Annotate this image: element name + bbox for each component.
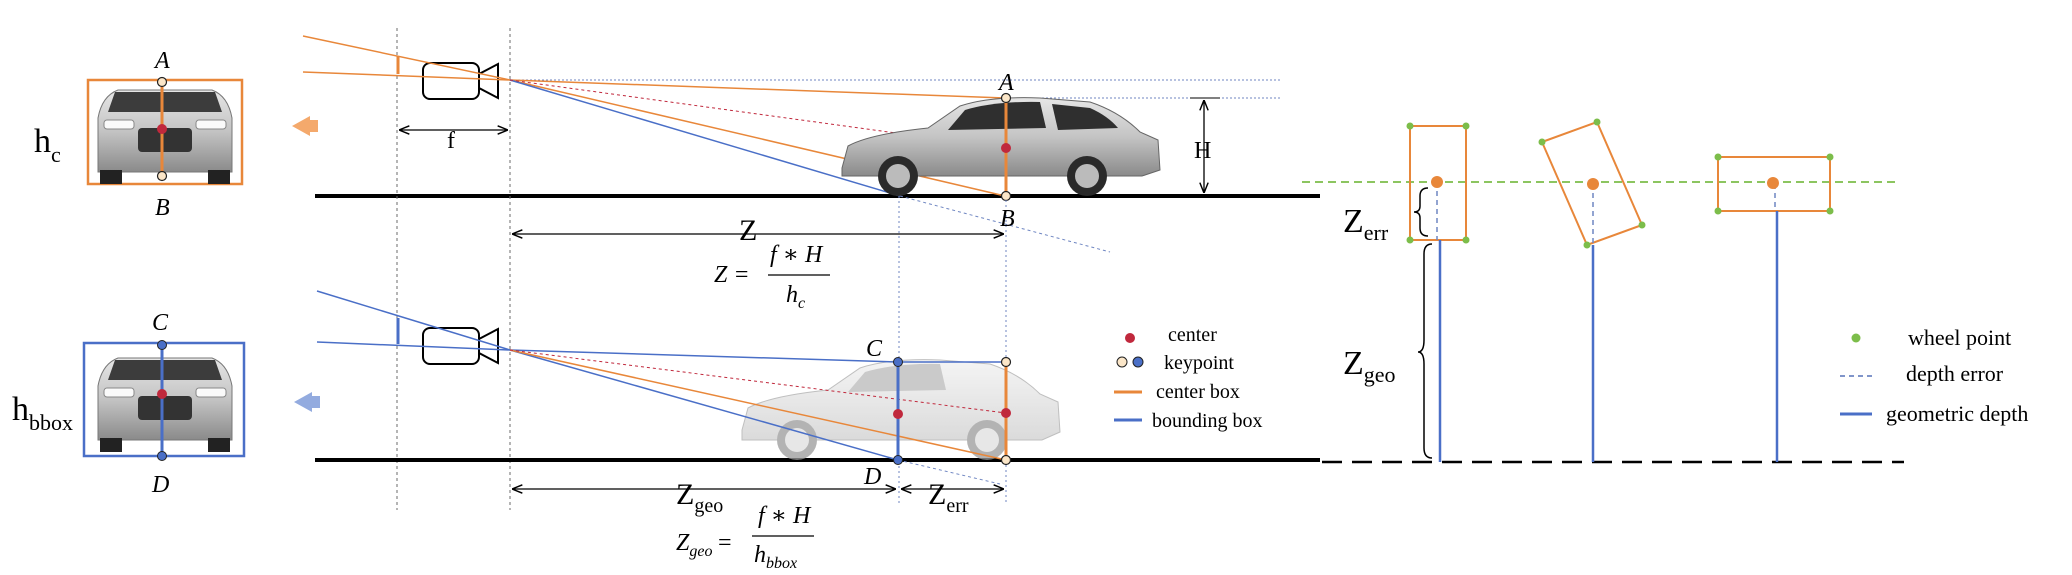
label-D-side: D (863, 464, 881, 490)
legend-center-marker (1125, 333, 1135, 343)
keypoint-C-side (893, 357, 903, 367)
center-point-front-top (157, 124, 167, 134)
legend-geometric-depth-label: geometric depth (1886, 401, 2028, 426)
camera-lens-top (478, 62, 499, 100)
ray-to-B-bottom (509, 349, 1007, 461)
svg-text:Zgeo=: Zgeo= (676, 530, 733, 560)
arrow-left-orange (292, 116, 318, 136)
top-scene (302, 28, 1320, 510)
ray-to-D (509, 349, 899, 461)
right-panel (1302, 118, 1904, 464)
center-point-C-D (893, 409, 903, 419)
legend-wheel-point-marker (1851, 333, 1861, 343)
center-right-1 (1431, 176, 1443, 188)
center-right-3 (1767, 177, 1779, 189)
legend-wheel-point-label: wheel point (1908, 325, 2011, 350)
svg-text:hbbox: hbbox (754, 542, 797, 572)
label-H: H (1194, 138, 1211, 164)
label-D-front: D (151, 472, 169, 498)
front-car-bottom (82, 340, 246, 461)
ray-to-ground-blue (509, 79, 901, 197)
bottom-scene (315, 290, 1320, 489)
label-Zerr-bottom: Zerr (928, 478, 969, 517)
legend-keypoint-blue (1132, 356, 1144, 368)
box-flat (1717, 156, 1831, 212)
label-Zgeo-right: Zgeo (1343, 345, 1396, 387)
legend-center-box-label: center box (1156, 381, 1240, 403)
keypoint-A-side (1000, 92, 1012, 104)
keypoint-B-front (156, 170, 168, 182)
label-hbbox: hbbox (12, 391, 73, 435)
side-car-top (841, 97, 1161, 196)
keypoint-D-side (893, 455, 903, 465)
front-car-top (86, 76, 244, 186)
center-point-front-bottom (157, 389, 167, 399)
label-Z: Z (739, 214, 757, 247)
formula-Z: Z = f ∗ H hc (714, 242, 830, 312)
label-Zgeo: Zgeo (676, 478, 723, 517)
label-C-front: C (152, 310, 169, 336)
legend-keypoint-orange (1116, 356, 1128, 368)
svg-text:Z =: Z = (714, 262, 750, 288)
center-point-side-top (1001, 143, 1011, 153)
svg-text:f ∗ H: f ∗ H (770, 242, 824, 268)
label-A-front: A (153, 48, 170, 74)
ray-to-C (509, 349, 899, 363)
keypoint-C-front (157, 340, 167, 350)
formula-Zgeo: Zgeo= f ∗ H hbbox (676, 503, 814, 572)
legend-right: wheel point depth error geometric depth (1840, 325, 2028, 426)
arrow-left-blue (294, 392, 320, 412)
legend-center-label: center (1168, 324, 1217, 346)
label-C-side: C (866, 336, 883, 362)
box-upright (1409, 125, 1467, 241)
ray-to-B (509, 79, 1006, 197)
legend-keypoint-label: keypoint (1164, 352, 1234, 374)
keypoint-A-front (156, 76, 168, 88)
brace-zerr (1413, 187, 1429, 237)
svg-text:f ∗ H: f ∗ H (758, 503, 812, 529)
center-right-2 (1587, 178, 1599, 190)
keypoint-D-front (157, 451, 167, 461)
label-f: f (447, 128, 455, 154)
label-Zerr-right: Zerr (1343, 203, 1389, 245)
label-B-front: B (155, 195, 170, 221)
keypoint-B-side (1000, 190, 1012, 202)
svg-text:hc: hc (786, 282, 805, 312)
legend-depth-error-label: depth error (1906, 361, 2004, 386)
legend-left: center keypoint center box bounding box (1114, 324, 1263, 432)
label-hc: hc (34, 123, 61, 167)
label-B-side: B (1000, 206, 1015, 232)
ray-to-A (509, 79, 1006, 99)
side-car-bottom (741, 359, 1061, 460)
legend-bounding-box-label: bounding box (1152, 410, 1263, 432)
brace-zgeo (1417, 243, 1433, 459)
label-A-side: A (997, 70, 1014, 96)
camera-body-top (422, 62, 480, 100)
